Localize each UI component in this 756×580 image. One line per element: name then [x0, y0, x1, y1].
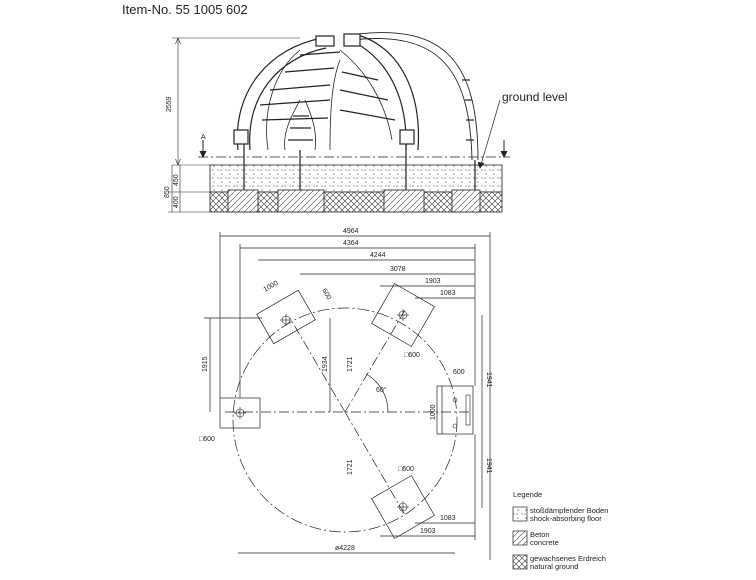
plan-dimension-labels: 4964 4364 4244 3078 1903 1083 1083 1903 …	[199, 228, 492, 552]
top-dimensions	[219, 232, 491, 560]
legend: Legende stoßdämpfender Boden shock-absor…	[512, 490, 608, 571]
dim-pad-sq600-lower: □600	[398, 466, 414, 473]
dim-pad-1000-right: 1000	[430, 404, 437, 420]
legend-concrete-en: concrete	[530, 538, 559, 547]
dim-center-vertical: 1934	[322, 356, 329, 372]
foundation-pad-right	[436, 385, 474, 435]
dim-1083-bottom: 1083	[440, 515, 456, 522]
depth-lower-label: 400	[173, 196, 180, 208]
depth-total-label: 850	[164, 186, 171, 198]
angle-arc	[365, 373, 389, 413]
legend-title: Legende	[513, 490, 542, 499]
legend-swatch-floor	[512, 506, 528, 522]
legend-ground-de: gewachsenes Erdreich	[530, 554, 606, 563]
elevation-view: 2559 850 450 400 A	[164, 32, 510, 213]
ground-level-label: ground level	[502, 90, 567, 104]
bottom-dimensions	[238, 434, 476, 554]
dim-1903-bottom: 1903	[420, 528, 436, 535]
dim-4244: 4244	[370, 252, 386, 259]
foundation-pad-top-left	[256, 289, 316, 345]
foundation-pad-bottom-right	[371, 475, 435, 539]
concrete-footing	[451, 189, 481, 213]
legend-swatch-concrete	[512, 530, 528, 546]
section-marker-right	[500, 140, 508, 159]
dim-1083-top: 1083	[440, 290, 456, 297]
radial-line-lower	[344, 411, 406, 516]
radial-line-left	[289, 317, 346, 413]
foundation-pad-top-right	[371, 283, 435, 347]
floor-layer	[209, 164, 503, 193]
dim-radial-lower: 1721	[347, 459, 354, 475]
dim-pad-sq600-upper: □600	[404, 352, 420, 359]
ground-level-leader	[479, 99, 501, 169]
dim-right-upper: 1941	[485, 372, 492, 388]
dim-pad-600-right: 600	[453, 369, 465, 376]
radial-line-upper	[344, 309, 406, 413]
legend-floor-de: stoßdämpfender Boden	[530, 506, 608, 515]
concrete-footing	[277, 189, 325, 213]
legend-floor-en: shock-absorbing floor	[530, 514, 602, 523]
concrete-footing	[383, 189, 425, 213]
section-marker-label: A	[201, 134, 206, 141]
legend-ground-en: natural ground	[530, 562, 578, 571]
legend-swatch-ground	[512, 554, 528, 570]
item-number: Item-No. 55 1005 602	[122, 2, 248, 17]
dim-angle: 60°	[376, 386, 387, 394]
vertical-dimensions	[204, 315, 483, 508]
section-marker-left	[199, 140, 207, 159]
dome-structure	[233, 32, 479, 190]
dim-4364: 4364	[343, 240, 359, 247]
dim-pad-sq600-left: □600	[199, 436, 215, 443]
play-area-circle	[232, 307, 458, 533]
dim-pad-600-top: 600	[320, 288, 332, 302]
dim-pad-1000-top: 1000	[263, 280, 280, 294]
dim-1903-top: 1903	[425, 278, 441, 285]
dim-diameter: ø4228	[335, 545, 355, 552]
dim-right-lower: 1941	[485, 458, 492, 474]
plan-view	[204, 232, 491, 560]
dim-4964: 4964	[343, 228, 359, 235]
height-label: 2559	[166, 96, 173, 112]
concrete-footing	[227, 189, 259, 213]
depth-upper-label: 450	[173, 174, 180, 186]
height-dimension	[172, 37, 300, 166]
dim-left-height: 1915	[202, 356, 209, 372]
post-markers	[234, 309, 471, 513]
depth-dimensions	[168, 165, 210, 213]
dim-radial-upper: 1721	[347, 356, 354, 372]
dim-3078: 3078	[390, 266, 406, 273]
legend-concrete-de: Beton	[530, 530, 550, 539]
